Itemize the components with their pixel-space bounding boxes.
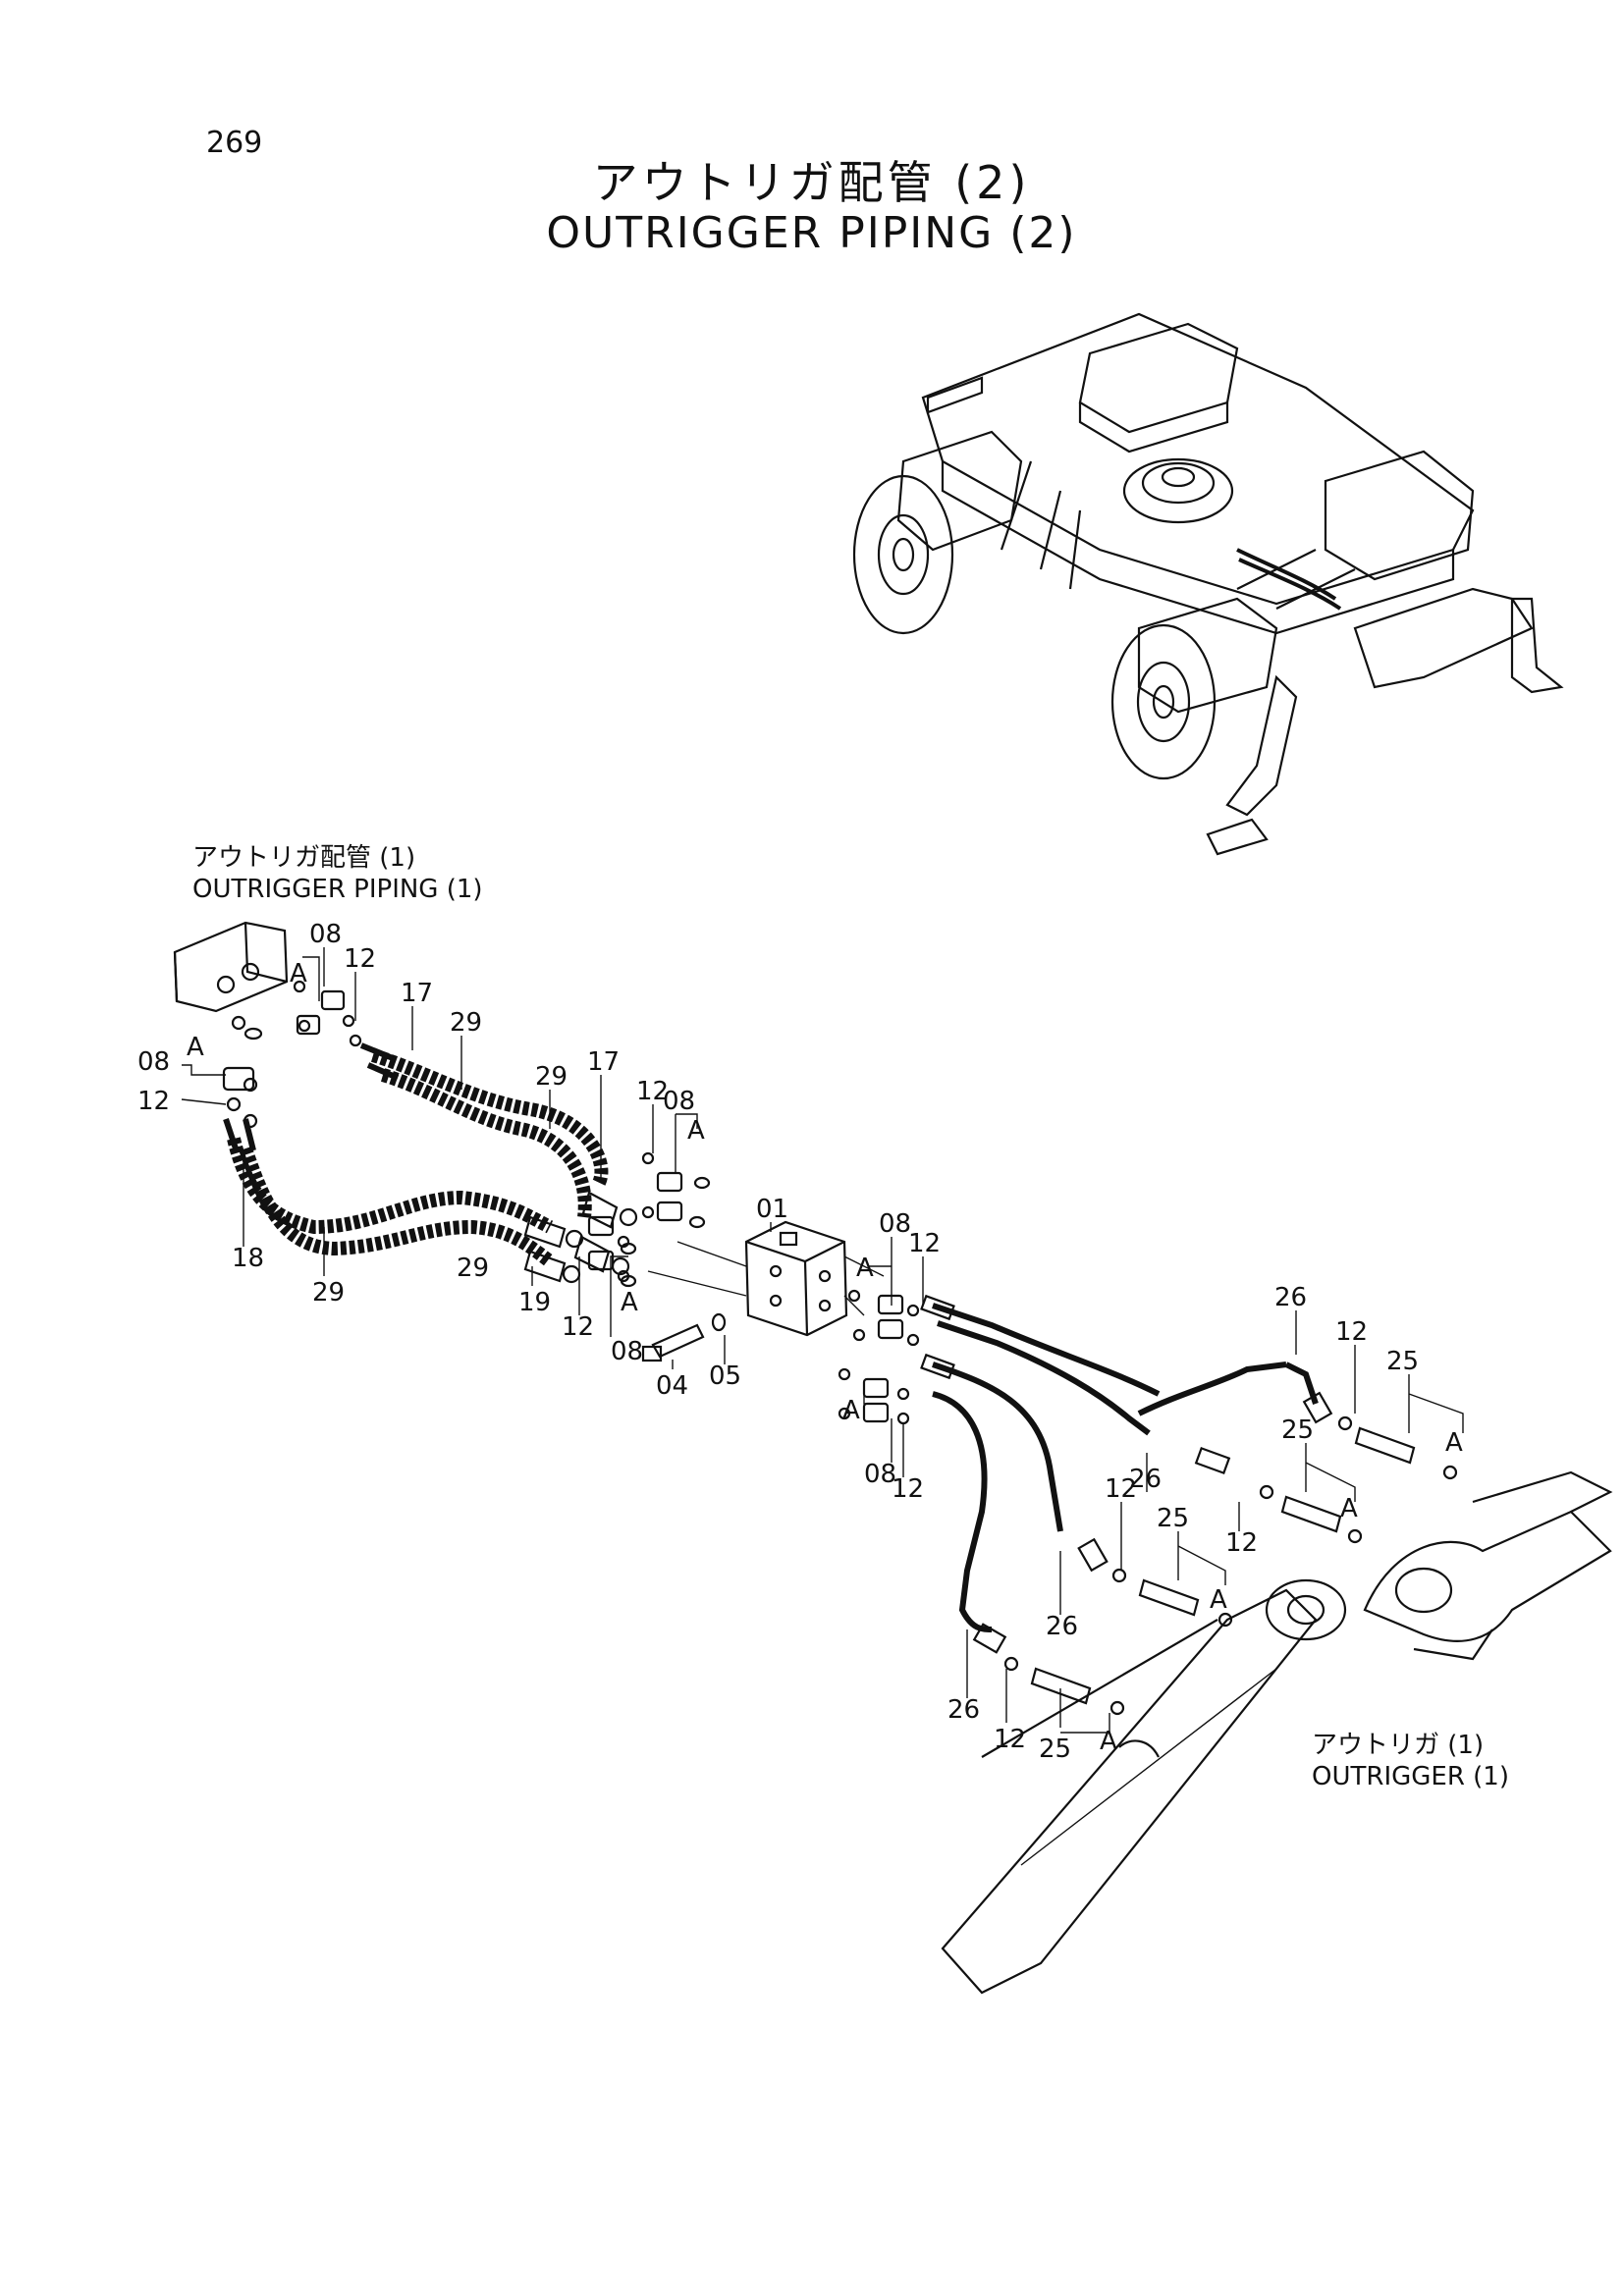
callout-12: 12 — [892, 1474, 924, 1504]
reference-outrigger-en: OUTRIGGER (1) — [1312, 1762, 1509, 1791]
callout-17: 17 — [401, 979, 433, 1008]
callout-12: 12 — [137, 1087, 170, 1116]
hose-26-d — [1137, 1362, 1287, 1416]
page-number: 269 — [206, 126, 263, 160]
callout-a: A — [842, 1396, 860, 1425]
reference-outrigger-label: アウトリガ (1) OUTRIGGER (1) — [1312, 1730, 1509, 1792]
exploded-piping-drawing — [173, 921, 1613, 1995]
callout-12: 12 — [1335, 1317, 1368, 1347]
outrigger-cylinder — [941, 1588, 1318, 1995]
callout-a: A — [1340, 1494, 1358, 1523]
callout-01: 01 — [756, 1195, 788, 1224]
callout-12: 12 — [1105, 1474, 1137, 1504]
callout-12: 12 — [994, 1725, 1026, 1754]
callout-08: 08 — [137, 1047, 170, 1077]
callout-a: A — [621, 1288, 638, 1317]
callout-a: A — [1210, 1585, 1227, 1615]
callout-29: 29 — [457, 1254, 489, 1283]
callout-29: 29 — [535, 1062, 568, 1092]
reference-outrigger-jp: アウトリガ (1) — [1312, 1731, 1485, 1760]
callout-26: 26 — [947, 1695, 980, 1725]
callout-12: 12 — [1225, 1528, 1258, 1558]
callout-17: 17 — [587, 1047, 620, 1077]
callout-25: 25 — [1386, 1347, 1419, 1376]
callout-12: 12 — [908, 1229, 941, 1258]
callout-12: 12 — [636, 1077, 669, 1106]
callout-a: A — [856, 1254, 874, 1283]
callout-26: 26 — [1274, 1283, 1307, 1312]
callout-leader-lines — [181, 947, 1464, 1734]
reference-piping-en: OUTRIGGER PIPING (1) — [192, 875, 483, 904]
callout-25: 25 — [1157, 1504, 1189, 1533]
callout-08: 08 — [611, 1337, 643, 1366]
valve-block-01 — [744, 1220, 848, 1337]
callout-19: 19 — [518, 1288, 551, 1317]
reference-piping-jp: アウトリガ配管 (1) — [192, 843, 416, 873]
page-title: OUTRIGGER PIPING (2) — [546, 208, 1077, 258]
bolt-04 — [651, 1323, 705, 1359]
callout-08: 08 — [309, 920, 342, 949]
callout-18: 18 — [232, 1244, 264, 1273]
adapter-25-a — [1354, 1426, 1416, 1465]
callout-a: A — [1445, 1428, 1463, 1458]
callout-a: A — [1100, 1727, 1117, 1756]
callout-04: 04 — [656, 1371, 688, 1401]
reference-piping-label: アウトリガ配管 (1) OUTRIGGER PIPING (1) — [192, 842, 483, 905]
callout-08: 08 — [864, 1460, 896, 1489]
callout-12: 12 — [344, 944, 376, 974]
callout-25: 25 — [1039, 1735, 1071, 1764]
callout-a: A — [687, 1116, 705, 1146]
page-title-japanese: アウトリガ配管 (2) — [592, 156, 1031, 209]
callout-a: A — [290, 959, 307, 988]
callout-29: 29 — [312, 1278, 345, 1308]
callout-labels: 01 04 05 08 08 08 08 08 08 12 12 12 12 1… — [137, 920, 1463, 1764]
callout-26: 26 — [1046, 1612, 1078, 1641]
callout-12: 12 — [562, 1312, 594, 1342]
callout-29: 29 — [450, 1008, 482, 1038]
hose-26-a — [932, 1303, 1161, 1397]
callout-a: A — [187, 1033, 204, 1062]
callout-08: 08 — [879, 1209, 911, 1239]
callout-25: 25 — [1281, 1415, 1314, 1445]
reference-manifold-block — [173, 921, 289, 1013]
callout-26: 26 — [1129, 1465, 1162, 1494]
callout-05: 05 — [709, 1362, 741, 1391]
chassis-overview-illustration — [852, 312, 1564, 856]
hose-29-upper-a — [370, 1048, 609, 1187]
callout-08: 08 — [663, 1087, 695, 1116]
